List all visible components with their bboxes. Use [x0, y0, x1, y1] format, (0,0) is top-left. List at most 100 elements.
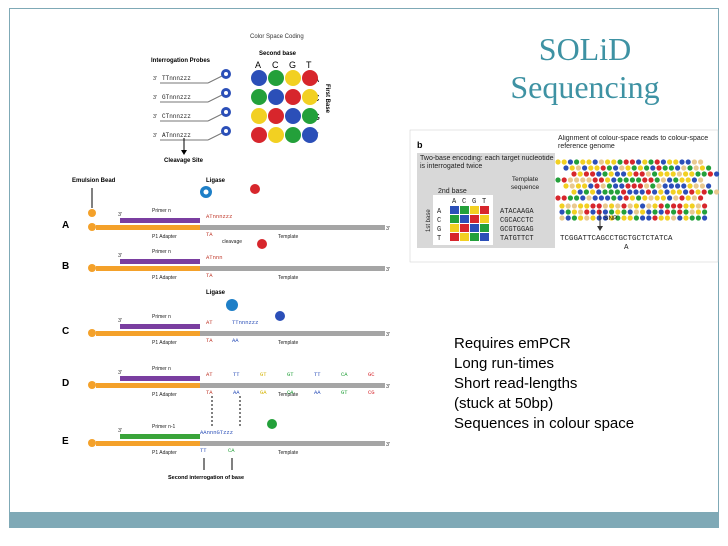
- template-label: Template: [278, 234, 299, 240]
- template-bases: AA: [232, 337, 239, 344]
- color-space-matrix: [251, 70, 318, 143]
- ligase-label: Ligase: [206, 290, 226, 296]
- template-label: Template: [278, 392, 299, 398]
- grid-cell: [460, 215, 469, 223]
- read-dot: [670, 171, 676, 177]
- read-dot: [590, 203, 596, 209]
- read-dot: [559, 209, 565, 215]
- read-dot: [646, 209, 652, 215]
- read-dot: [706, 165, 712, 171]
- read-dot: [706, 183, 712, 189]
- read-dot: [633, 209, 640, 215]
- template-bases: AA: [314, 389, 321, 396]
- read-dot: [683, 171, 689, 177]
- read-dot: [571, 189, 577, 195]
- p1-adapter-strand: [96, 225, 200, 230]
- read-dot: [646, 203, 652, 209]
- bullet-item: (stuck at 50bp): [454, 395, 554, 412]
- matrix-dot: [285, 89, 301, 105]
- read-dot: [691, 195, 698, 201]
- read-dot: [575, 183, 582, 189]
- bead-icon: [88, 381, 96, 389]
- read-dot: [561, 195, 567, 201]
- read-dot: [668, 183, 675, 189]
- primer-strand: [120, 259, 200, 264]
- read-dot: [702, 209, 708, 215]
- read-dot: [698, 177, 704, 183]
- read-dot: [683, 209, 689, 215]
- read-dot: [701, 189, 707, 195]
- read-dot: [565, 203, 571, 209]
- read-dot: [639, 171, 645, 177]
- probe-prime-label: 3': [153, 114, 157, 120]
- read-dot: [701, 171, 707, 177]
- cleaved-probe-seq: ATnnn: [206, 254, 223, 261]
- ligase-label: Ligase: [206, 178, 226, 184]
- read-dot: [574, 159, 580, 165]
- template-row: TATGTTCT: [500, 235, 534, 243]
- read-dot: [577, 171, 583, 177]
- col-base-letter: G: [289, 60, 296, 70]
- encoding-note-wrap: Two-base encoding: each target nucleotid…: [420, 155, 553, 170]
- read-dot: [563, 165, 569, 171]
- read-dot: [602, 203, 609, 209]
- template-bases: GT: [341, 389, 348, 396]
- read-dot: [575, 165, 582, 171]
- read-dot: [592, 195, 598, 201]
- ligated-probe-seq: AAnnnGTzzz: [200, 429, 233, 436]
- p1-adapter-label: P1 Adapter: [152, 275, 177, 281]
- emulsion-bead-icon: [88, 209, 96, 217]
- read-dot: [683, 203, 689, 209]
- grid-cell: [480, 206, 489, 214]
- read-dot: [598, 159, 605, 165]
- read-dot: [689, 171, 695, 177]
- template-row: ATACAAGA: [500, 208, 534, 216]
- read-dot: [590, 215, 596, 221]
- read-dot: [671, 203, 677, 209]
- read-dot: [590, 209, 596, 215]
- probe-prime-label: 3': [153, 95, 157, 101]
- read-dot: [621, 209, 627, 215]
- probe-sequence: GTnnnzzz: [162, 94, 191, 101]
- second-base-label: Second base: [259, 51, 297, 57]
- grid-row-letter: T: [437, 235, 441, 243]
- step-label: A: [62, 220, 69, 231]
- probe-prime-label: 3': [153, 133, 157, 139]
- grid-cell: [480, 233, 489, 241]
- read-dot: [656, 165, 662, 171]
- read-dot: [645, 171, 652, 177]
- read-dot: [698, 195, 704, 201]
- grid-col-letter: T: [482, 198, 486, 206]
- read-dot: [602, 171, 608, 177]
- read-dot: [636, 195, 642, 201]
- bead-icon: [88, 223, 96, 231]
- template-row: CGCACCTC: [500, 217, 534, 225]
- probe-sequence: CTnnnzzz: [162, 113, 191, 120]
- read-dot: [565, 209, 571, 215]
- read-dot: [662, 165, 668, 171]
- ligated-seq: AT: [206, 319, 213, 326]
- read-dot: [574, 195, 580, 201]
- read-dot: [679, 159, 685, 165]
- cycle-seq: GT: [287, 371, 294, 378]
- read-dot: [675, 165, 681, 171]
- read-dot: [596, 189, 602, 195]
- grid-cell: [450, 206, 459, 214]
- read-dot: [619, 165, 625, 171]
- grid-cell: [450, 215, 459, 223]
- read-dot: [693, 183, 699, 189]
- read-dot: [623, 177, 629, 183]
- probe-link: [207, 75, 223, 84]
- read-dot: [642, 159, 648, 165]
- read-dot: [584, 203, 590, 209]
- primer-strand: [120, 376, 200, 381]
- read-dot: [658, 215, 664, 221]
- read-dot: [633, 215, 640, 221]
- matrix-dot: [302, 127, 318, 143]
- reference-sequence: TCGGATTCAGCCTGCTGCTCTATCA: [560, 235, 673, 243]
- grid-col-letter: G: [472, 198, 476, 206]
- step-label: D: [62, 378, 69, 389]
- probe-dye: [275, 311, 285, 321]
- bullet-item: Long run-times: [454, 355, 555, 372]
